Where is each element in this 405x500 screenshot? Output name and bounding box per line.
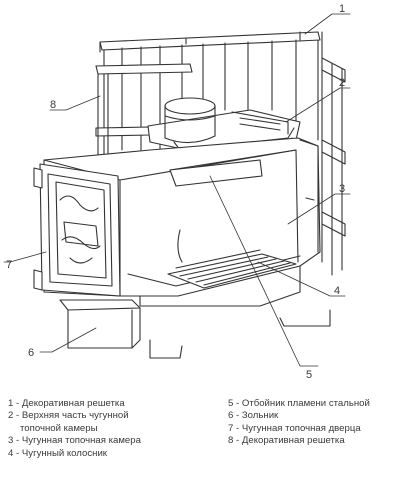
callout-7: 7: [6, 259, 12, 271]
ash-pan: [59, 299, 331, 359]
legend-text: Чугунная топочная камера: [21, 435, 141, 447]
callout-1: 1: [339, 3, 345, 15]
firebox-door: [33, 163, 121, 297]
callout-6: 6: [28, 347, 34, 359]
legend-item-1: 1 - Декоративная решетка: [8, 398, 125, 409]
legend-column-left: 1 - Декоративная решетка 2 - Верхняя час…: [8, 398, 216, 460]
legend-number: 6: [228, 410, 234, 422]
legend-text-continuation: топочной камеры: [20, 422, 98, 434]
legend-text: Верхняя часть чугунной: [21, 410, 129, 422]
legend-item-4: 4 - Чугунный колосник: [8, 447, 108, 459]
decorative-grille-back: [99, 31, 346, 276]
grate: [167, 249, 297, 289]
callout-labels: 1 2 3 4 5 6 7 8: [6, 3, 345, 381]
legend-item-5: 5 - Отбойник пламени стальной: [228, 398, 370, 409]
legend-item-2: 2 - Верхняя часть чугунной топочной каме…: [8, 410, 216, 435]
legend-number: 4: [8, 447, 14, 459]
legend-text: Декоративная решетка: [241, 435, 345, 447]
legend-text: Декоративная решетка: [21, 398, 125, 409]
legend-number: 5: [228, 398, 234, 409]
legend-column-right: 5 - Отбойник пламени стальной 6 - Зольни…: [228, 398, 403, 448]
legend-number: 7: [228, 422, 234, 434]
callout-8: 8: [50, 99, 56, 111]
stove-diagram: 1 2 3 4 5 6 7 8: [3, 3, 351, 381]
callout-3: 3: [339, 183, 345, 195]
legend-number: 2: [8, 410, 14, 422]
legend-number: 3: [8, 435, 14, 447]
legend-text: Зольник: [241, 410, 279, 422]
legend-text: Отбойник пламени стальной: [241, 398, 370, 409]
flame-deflector: [169, 159, 263, 187]
legend-number: 1: [8, 398, 14, 409]
callout-2: 2: [339, 77, 345, 89]
callout-5: 5: [306, 369, 312, 381]
legend-number: 8: [228, 435, 234, 447]
legend-item-7: 7 - Чугунная топочная дверца: [228, 422, 361, 434]
legend-item-8: 8 - Декоративная решетка: [228, 435, 345, 447]
legend: 1 - Декоративная решетка 2 - Верхняя час…: [0, 398, 405, 498]
legend-item-3: 3 - Чугунная топочная камера: [8, 435, 141, 447]
callout-4: 4: [334, 285, 340, 297]
legend-text: Чугунная топочная дверца: [241, 422, 361, 434]
legend-item-6: 6 - Зольник: [228, 410, 279, 422]
decorative-grille-front: [95, 63, 193, 161]
legend-text: Чугунный колосник: [21, 447, 108, 459]
leader-lines: [3, 13, 351, 367]
